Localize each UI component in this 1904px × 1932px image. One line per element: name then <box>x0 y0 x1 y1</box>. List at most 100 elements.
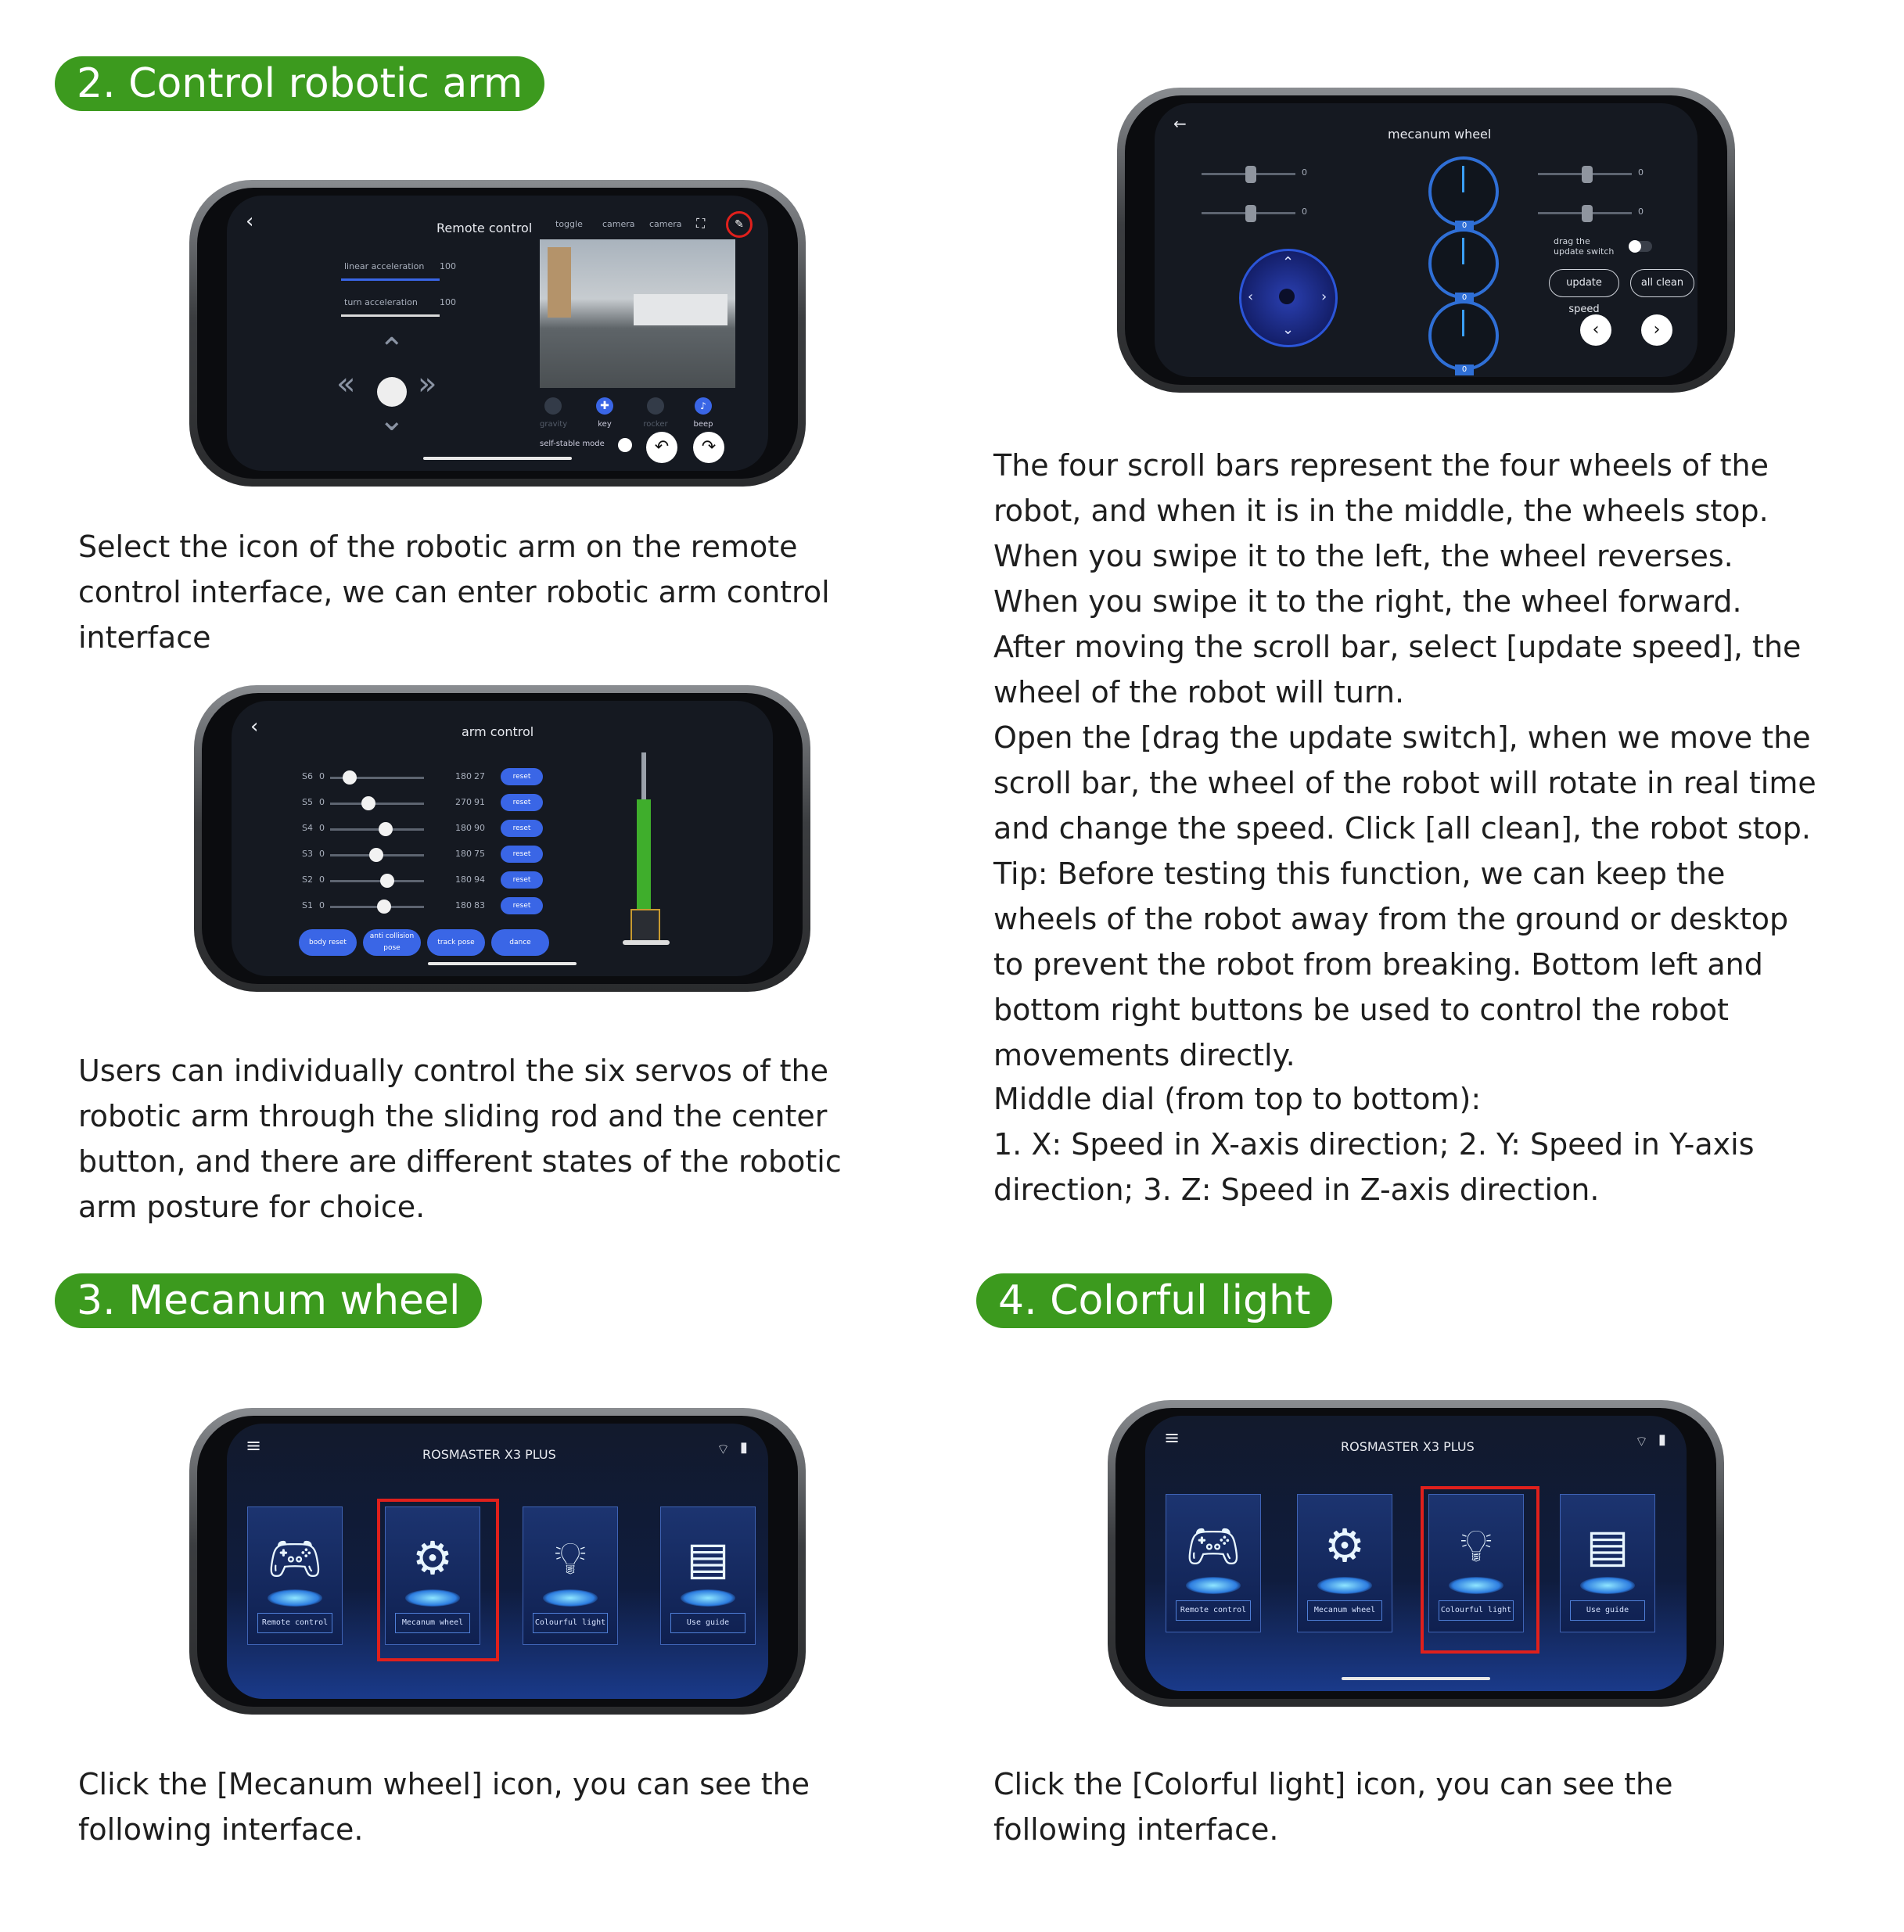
gamepad-icon: 🎮︎ <box>1184 1519 1242 1572</box>
mode-key[interactable]: ✚ key <box>591 397 618 429</box>
toggle-label[interactable]: toggle <box>555 219 583 229</box>
turn-acceleration-slider[interactable] <box>341 314 440 317</box>
servo-knob[interactable] <box>379 822 393 836</box>
turn-acceleration-label: turn acceleration <box>344 297 418 307</box>
up-arrow-icon[interactable]: ⌃ <box>1282 254 1295 271</box>
servo-knob[interactable] <box>361 796 375 810</box>
servo-slider[interactable] <box>330 828 424 831</box>
section-heading-arm: 2. Control robotic arm <box>55 56 545 111</box>
arm-paragraph-2: Users can individually control the six s… <box>78 1054 842 1224</box>
camera-label-1[interactable]: camera <box>602 219 635 229</box>
drag-update-switch[interactable] <box>1629 240 1652 253</box>
up-arrow-icon[interactable]: ⌃ <box>379 332 405 368</box>
card-mecanum-wheel[interactable]: ⚙ Mecanum wheel <box>385 1506 480 1645</box>
right-arrow-icon[interactable]: › <box>1321 289 1327 305</box>
update-speed-button[interactable]: update speed <box>1549 269 1619 315</box>
self-stable-toggle[interactable] <box>618 438 632 452</box>
wheel-slider-rear-left[interactable]: 0 <box>1202 205 1311 222</box>
wheel-slider-front-left[interactable]: 0 <box>1202 166 1311 183</box>
servo-knob[interactable] <box>369 848 383 862</box>
body-reset-button[interactable]: body reset <box>299 929 357 956</box>
book-icon: ▤ <box>686 1532 730 1585</box>
mecanum-desc-1: The four scroll bars represent the four … <box>993 448 1769 619</box>
back-icon[interactable]: ← <box>1173 114 1187 133</box>
card-remote-control[interactable]: 🎮︎ Remote control <box>1166 1494 1261 1632</box>
center-knob[interactable] <box>377 377 407 407</box>
back-icon[interactable]: ‹ <box>246 210 254 233</box>
linear-acceleration-value: 100 <box>440 261 456 271</box>
down-arrow-icon[interactable]: ⌄ <box>379 402 405 438</box>
remote-control-screen: ‹ Remote control toggle camera camera ⛶ … <box>227 196 768 471</box>
battery-icon: ▮ <box>740 1439 748 1456</box>
servo-row-s4: S4 0 180 90 reset <box>302 820 543 839</box>
direction-pad[interactable]: ⌃ ⌄ « » <box>336 332 446 446</box>
all-clean-button[interactable]: all clean <box>1630 269 1694 297</box>
right-arrow-icon[interactable]: » <box>418 366 437 402</box>
reset-button[interactable]: reset <box>501 871 543 889</box>
servo-knob[interactable] <box>380 874 394 888</box>
anti-collision-pose-button[interactable]: anti collision pose <box>363 929 421 956</box>
direction-joystick[interactable]: ⌃ ⌄ ‹ › <box>1239 249 1338 347</box>
wheel-slider-rear-right[interactable]: 0 <box>1538 205 1647 222</box>
card-mecanum-wheel[interactable]: ⚙ Mecanum wheel <box>1297 1494 1392 1632</box>
servo-knob[interactable] <box>343 770 357 785</box>
phone-remote-control: ‹ Remote control toggle camera camera ⛶ … <box>189 180 806 487</box>
fullscreen-icon[interactable]: ⛶ <box>696 216 706 231</box>
arm-paragraph-1: Select the icon of the robotic arm on th… <box>78 530 830 655</box>
mode-rocker[interactable]: rocker <box>640 397 671 429</box>
wheel-icon: ⚙ <box>1324 1519 1365 1572</box>
battery-icon: ▮ <box>1658 1431 1666 1448</box>
wheel-slider-front-right[interactable]: 0 <box>1538 166 1647 183</box>
bottom-right-button[interactable]: › <box>1641 314 1672 346</box>
speed-dial-x: 0 <box>1428 156 1499 232</box>
speed-dial-z: 0 <box>1428 300 1499 375</box>
phone-mecanum-wheel: ← mecanum wheel 0 0 0 0 ⌃ ⌄ ‹ › <box>1117 88 1735 393</box>
reset-button[interactable]: reset <box>501 846 543 863</box>
mode-gravity[interactable]: gravity <box>540 397 567 429</box>
rotate-right-button[interactable]: ↷ <box>693 432 724 463</box>
bottom-left-button[interactable]: ‹ <box>1580 314 1611 346</box>
left-arrow-icon[interactable]: ‹ <box>1248 289 1254 305</box>
down-arrow-icon[interactable]: ⌄ <box>1282 321 1295 338</box>
arm-control-screen: ‹ arm control S6 0 180 27 reset S5 0 270… <box>232 701 773 976</box>
mecanum-description: The four scroll bars represent the four … <box>993 443 1823 1078</box>
speed-dial-y: 0 <box>1428 228 1499 303</box>
dial-text: 1. X: Speed in X-axis direction; 2. Y: S… <box>993 1127 1755 1207</box>
reset-button[interactable]: reset <box>501 794 543 811</box>
section-heading-light: 4. Colorful light <box>976 1273 1333 1328</box>
menu-icon[interactable]: ≡ <box>1164 1427 1180 1449</box>
robotic-arm-icon[interactable]: ✎ <box>726 211 753 238</box>
servo-slider[interactable] <box>330 777 424 779</box>
mecanum-desc-3: Open the [drag the update switch], when … <box>993 720 1816 846</box>
dial-heading: Middle dial (from top to bottom): <box>993 1082 1482 1116</box>
back-icon[interactable]: ‹ <box>250 715 259 738</box>
card-use-guide[interactable]: ▤ Use guide <box>660 1506 756 1645</box>
servo-row-s3: S3 0 180 75 reset <box>302 846 543 864</box>
servo-row-s5: S5 0 270 91 reset <box>302 794 543 813</box>
reset-button[interactable]: reset <box>501 897 543 914</box>
card-remote-control[interactable]: 🎮︎ Remote control <box>247 1506 343 1645</box>
highlight-box <box>1421 1486 1539 1654</box>
reset-button[interactable]: reset <box>501 820 543 837</box>
wheel-icon: ⚙ <box>412 1532 453 1585</box>
linear-acceleration-slider[interactable] <box>341 278 440 281</box>
servo-slider[interactable] <box>330 880 424 882</box>
servo-slider[interactable] <box>330 803 424 805</box>
track-pose-button[interactable]: track pose <box>427 929 485 956</box>
mecanum-desc-2: After moving the scroll bar, select [upd… <box>993 630 1802 709</box>
phone-arm-control: ‹ arm control S6 0 180 27 reset S5 0 270… <box>194 685 810 992</box>
rotate-left-button[interactable]: ↶ <box>646 432 677 463</box>
left-arrow-icon[interactable]: « <box>336 366 356 402</box>
home-screen: ≡ ROSMASTER X3 PLUS ⌔ ▮ 🎮︎ Remote contro… <box>1145 1416 1687 1691</box>
mode-beep[interactable]: ♪ beep <box>690 397 717 429</box>
reset-button[interactable]: reset <box>501 768 543 785</box>
camera-label-2[interactable]: camera <box>649 219 682 229</box>
menu-icon[interactable]: ≡ <box>246 1435 262 1456</box>
dance-button[interactable]: dance <box>491 929 549 956</box>
book-icon: ▤ <box>1586 1519 1629 1572</box>
screen-title: Remote control <box>436 221 533 235</box>
servo-knob[interactable] <box>377 900 391 914</box>
card-colourful-light[interactable]: 💡︎ Colourful light <box>1428 1494 1524 1632</box>
card-colourful-light[interactable]: 💡︎ Colourful light <box>523 1506 618 1645</box>
card-use-guide[interactable]: ▤ Use guide <box>1560 1494 1655 1632</box>
